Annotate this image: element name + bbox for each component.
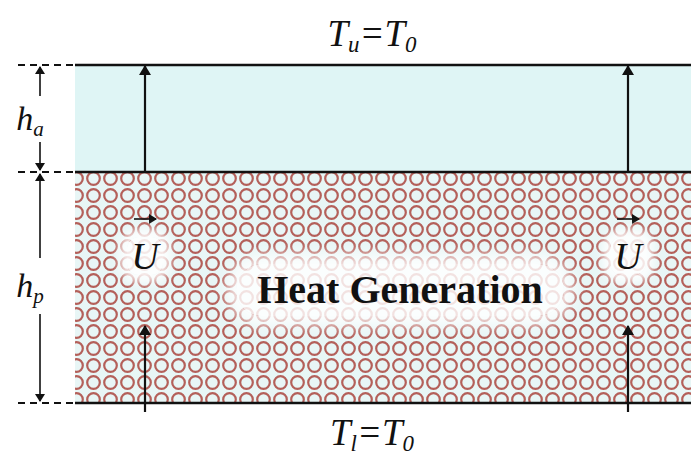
boundary-temperature: Tl=T0	[330, 414, 414, 451]
flow-arrows	[145, 66, 628, 412]
porous-layer	[75, 172, 691, 403]
porous-band: Heat Generation	[75, 172, 691, 403]
velocity-symbol: U	[610, 237, 645, 275]
band-text: Heat Generation	[236, 264, 564, 316]
boundary-temperature: Tu=T0	[327, 15, 416, 52]
vector-overbars	[134, 218, 639, 220]
fluid-layer	[75, 65, 691, 172]
dimension-label: ha	[16, 102, 44, 136]
dimension-label: hp	[16, 269, 44, 303]
velocity-symbol: U	[127, 237, 162, 275]
